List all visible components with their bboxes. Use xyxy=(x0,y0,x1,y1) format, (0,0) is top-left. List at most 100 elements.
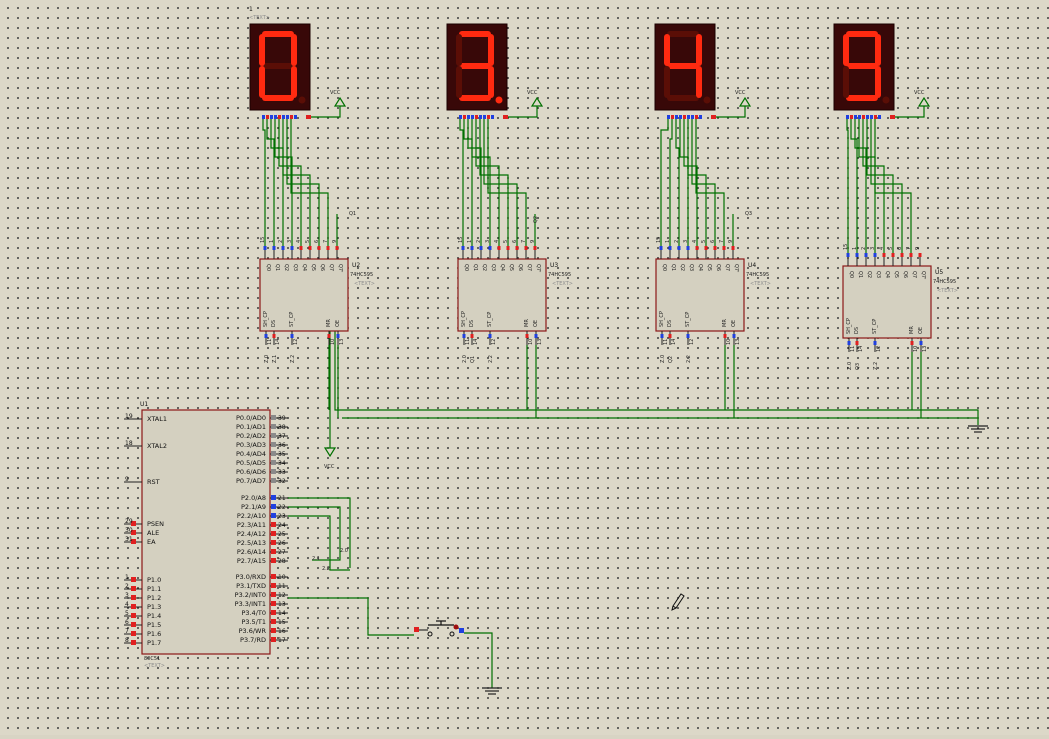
top-label-num: 1 xyxy=(249,6,253,13)
chip-input-label: SH_CP xyxy=(461,311,467,327)
chip-top-pin-number: 5 xyxy=(701,240,707,243)
chip-output-label: Q7' xyxy=(733,264,739,273)
mcu-pin-marker xyxy=(271,628,276,633)
button-ground-wire xyxy=(464,632,493,688)
chip-net-label: Q1 xyxy=(470,356,476,363)
chip-pin-marker xyxy=(704,246,708,250)
mcu-pin-number: 6 xyxy=(125,619,129,626)
chip-pin-marker xyxy=(317,246,321,250)
chip-text: <TEXT> xyxy=(552,281,573,287)
chip-output-label: Q5 xyxy=(893,271,899,278)
chip-pin-marker xyxy=(909,253,913,257)
chip-top-pin-number: 5 xyxy=(503,240,509,243)
wire-network xyxy=(262,119,988,695)
mcu-pin-name: P0.3/AD3 xyxy=(236,441,266,449)
segment-wire xyxy=(290,119,329,249)
chip-top-pin-number: 9 xyxy=(530,240,536,243)
chip-pin-marker xyxy=(873,341,877,345)
seven-seg-display-1[interactable]: VCC xyxy=(249,23,347,119)
chip-pin-marker xyxy=(272,246,276,250)
mcu-pin-marker xyxy=(271,460,276,465)
mcu-pin-name: P3.1/TXD xyxy=(236,582,266,590)
mcu-pin-number: 26 xyxy=(278,540,286,547)
chip-output-label: Q1 xyxy=(472,264,478,271)
chip-input-label: OE xyxy=(731,320,737,327)
chip-input-label: MR xyxy=(524,319,530,327)
ground-bus xyxy=(334,331,979,425)
chip-text: <TEXT> xyxy=(937,288,958,294)
display-com-pin xyxy=(890,115,895,119)
chip-bottom-pin-number: 14 xyxy=(275,339,281,345)
mcu-pin-name: P3.0/RXD xyxy=(236,573,266,581)
chip-net-label: Z.0 xyxy=(264,355,270,363)
chip-input-label: ST_CP xyxy=(487,312,493,327)
display-pin xyxy=(491,115,494,119)
mcu-body[interactable] xyxy=(141,409,271,655)
vcc-arrow-icon xyxy=(530,96,544,107)
mcu-pin-name: P3.6/WR xyxy=(239,627,267,635)
chip-bottom-pin-number: 10 xyxy=(330,339,336,345)
chip-net-label: Z.2 xyxy=(290,355,296,363)
mcu-pin-name: P2.1/A9 xyxy=(241,503,266,511)
chip-pin-marker xyxy=(488,334,492,338)
mcu-pin-name: P1.3 xyxy=(147,603,161,611)
chip-pin-marker xyxy=(660,334,664,338)
chip-output-label: Q6 xyxy=(319,264,325,271)
chip-body xyxy=(842,265,932,339)
mcu-pin-marker xyxy=(131,530,136,535)
display-com-pin xyxy=(306,115,311,119)
chip-pin-marker xyxy=(506,246,510,250)
p2-2-wire xyxy=(288,515,350,571)
chip-output-label: Q5 xyxy=(310,264,316,271)
display-com-pin xyxy=(711,115,716,119)
chip-part: 74HC595 xyxy=(933,279,956,285)
mcu-pin-marker xyxy=(131,521,136,526)
mcu-part: 80C51 xyxy=(144,656,160,662)
net-label-2-2: 2.2 xyxy=(322,566,330,572)
chip-pin-marker xyxy=(919,341,923,345)
chip-pin-marker xyxy=(533,246,537,250)
segment-wire xyxy=(278,119,302,249)
mcu-pin-marker xyxy=(271,451,276,456)
chip-bottom-pin-number: 11 xyxy=(850,346,856,352)
chip-net-label: 2.2 xyxy=(488,355,494,363)
vcc-label: VCC xyxy=(735,90,746,96)
chip-pin-marker xyxy=(695,246,699,250)
chip-input-label: OE xyxy=(918,327,924,334)
seven-seg-display-3[interactable]: VCC xyxy=(654,23,752,119)
mcu-pin-number: 27 xyxy=(278,549,286,556)
mcu-pin-name: P1.5 xyxy=(147,621,161,629)
seven-seg-display-2[interactable]: VCC xyxy=(446,23,544,119)
chip-pin-marker xyxy=(470,246,474,250)
mcu-text: <TEXT> xyxy=(144,663,165,669)
chip-output-label: Q6 xyxy=(715,264,721,271)
chip-top-pin-number: 3 xyxy=(870,247,876,250)
mcu-pin-marker xyxy=(271,549,276,554)
display-pin xyxy=(459,115,462,119)
chip-bottom-pin-number: 10 xyxy=(528,339,534,345)
mcu-pin-name: P2.3/A11 xyxy=(237,521,266,529)
chip-top-pin-number: 7 xyxy=(521,240,527,243)
net-label-2-0: 2.0 xyxy=(340,548,348,554)
mcu-pin-name: P0.0/AD0 xyxy=(236,414,266,422)
chip-output-label: Q2 xyxy=(679,264,685,271)
display-pin xyxy=(691,115,694,119)
segment-dp xyxy=(495,96,503,104)
chip-pin-marker xyxy=(847,341,851,345)
chip-pin-marker xyxy=(732,334,736,338)
chip-output-label: Q0 xyxy=(661,264,667,271)
chip-top-pin-number: 3 xyxy=(485,240,491,243)
seven-seg-display-4[interactable]: VCC xyxy=(833,23,931,119)
chip-input-label: MR xyxy=(909,326,915,334)
chip-output-label: Q7 xyxy=(328,264,334,271)
chip-pin-marker xyxy=(524,246,528,250)
chip-output-label: Q5 xyxy=(508,264,514,271)
mcu-pin-marker xyxy=(271,601,276,606)
mcu-pin-number: 12 xyxy=(278,592,286,599)
push-button[interactable] xyxy=(414,620,464,637)
